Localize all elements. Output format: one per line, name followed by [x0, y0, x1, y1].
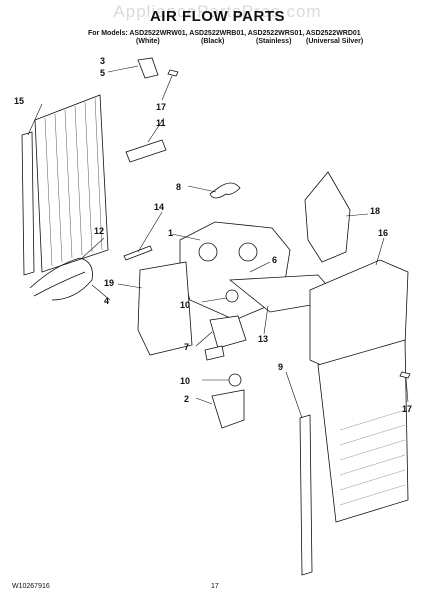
- callout-7: 7: [184, 342, 190, 352]
- screw-part: [167, 69, 179, 77]
- duct-cover-part: [137, 261, 193, 356]
- models-line: For Models: ASD2522WRW01, ASD2522WRB01, …: [88, 30, 361, 37]
- finish-universal-silver: (Universal Silver): [306, 38, 364, 45]
- lower-seal-part: [299, 414, 313, 576]
- seal-strip-part: [21, 131, 35, 276]
- wire-harness-part: [29, 257, 93, 301]
- finish-white: (White): [136, 38, 160, 45]
- rod-part: [123, 245, 153, 261]
- callout-12: 12: [94, 226, 105, 236]
- callout-8: 8: [176, 182, 182, 192]
- callout-16: 16: [378, 228, 389, 238]
- callout-19: 19: [104, 278, 115, 288]
- callout-2: 2: [184, 394, 190, 404]
- page-title: AIR FLOW PARTS: [149, 8, 286, 25]
- callout-17b: 17: [402, 404, 413, 414]
- callout-11: 11: [156, 118, 166, 128]
- finish-black: (Black): [201, 38, 225, 45]
- grommet-part: [228, 373, 242, 387]
- callout-9: 9: [278, 362, 284, 372]
- callout-13: 13: [258, 334, 269, 344]
- callout-6: 6: [272, 255, 278, 265]
- air-duct-part: [304, 171, 351, 263]
- callout-15: 15: [14, 96, 25, 106]
- callout-1: 1: [168, 228, 174, 238]
- screw-part-right: [399, 371, 411, 379]
- callout-17: 17: [156, 102, 167, 112]
- page-number: 17: [211, 583, 219, 590]
- callout-10: 10: [180, 300, 191, 310]
- callout-14: 14: [154, 202, 165, 212]
- wire-bracket-part: [125, 139, 167, 163]
- callout-18: 18: [370, 206, 381, 216]
- fan-motor-part: [209, 315, 247, 349]
- watermark: AppliancePartsPros.com: [113, 2, 322, 21]
- finish-stainless: (Stainless): [256, 38, 292, 45]
- callout-5: 5: [100, 68, 106, 78]
- fan-blade-part: [209, 182, 241, 199]
- motor-bracket-part: [211, 389, 245, 429]
- callout-3: 3: [100, 56, 106, 66]
- fan-bracket-part: [137, 57, 159, 79]
- ribbed-panel-part: [34, 94, 109, 273]
- callout-10b: 10: [180, 376, 191, 386]
- grommet-part: [225, 289, 239, 303]
- document-number: W10267916: [12, 583, 50, 590]
- evaporator-panel-part: [317, 339, 409, 523]
- callout-4: 4: [104, 296, 110, 306]
